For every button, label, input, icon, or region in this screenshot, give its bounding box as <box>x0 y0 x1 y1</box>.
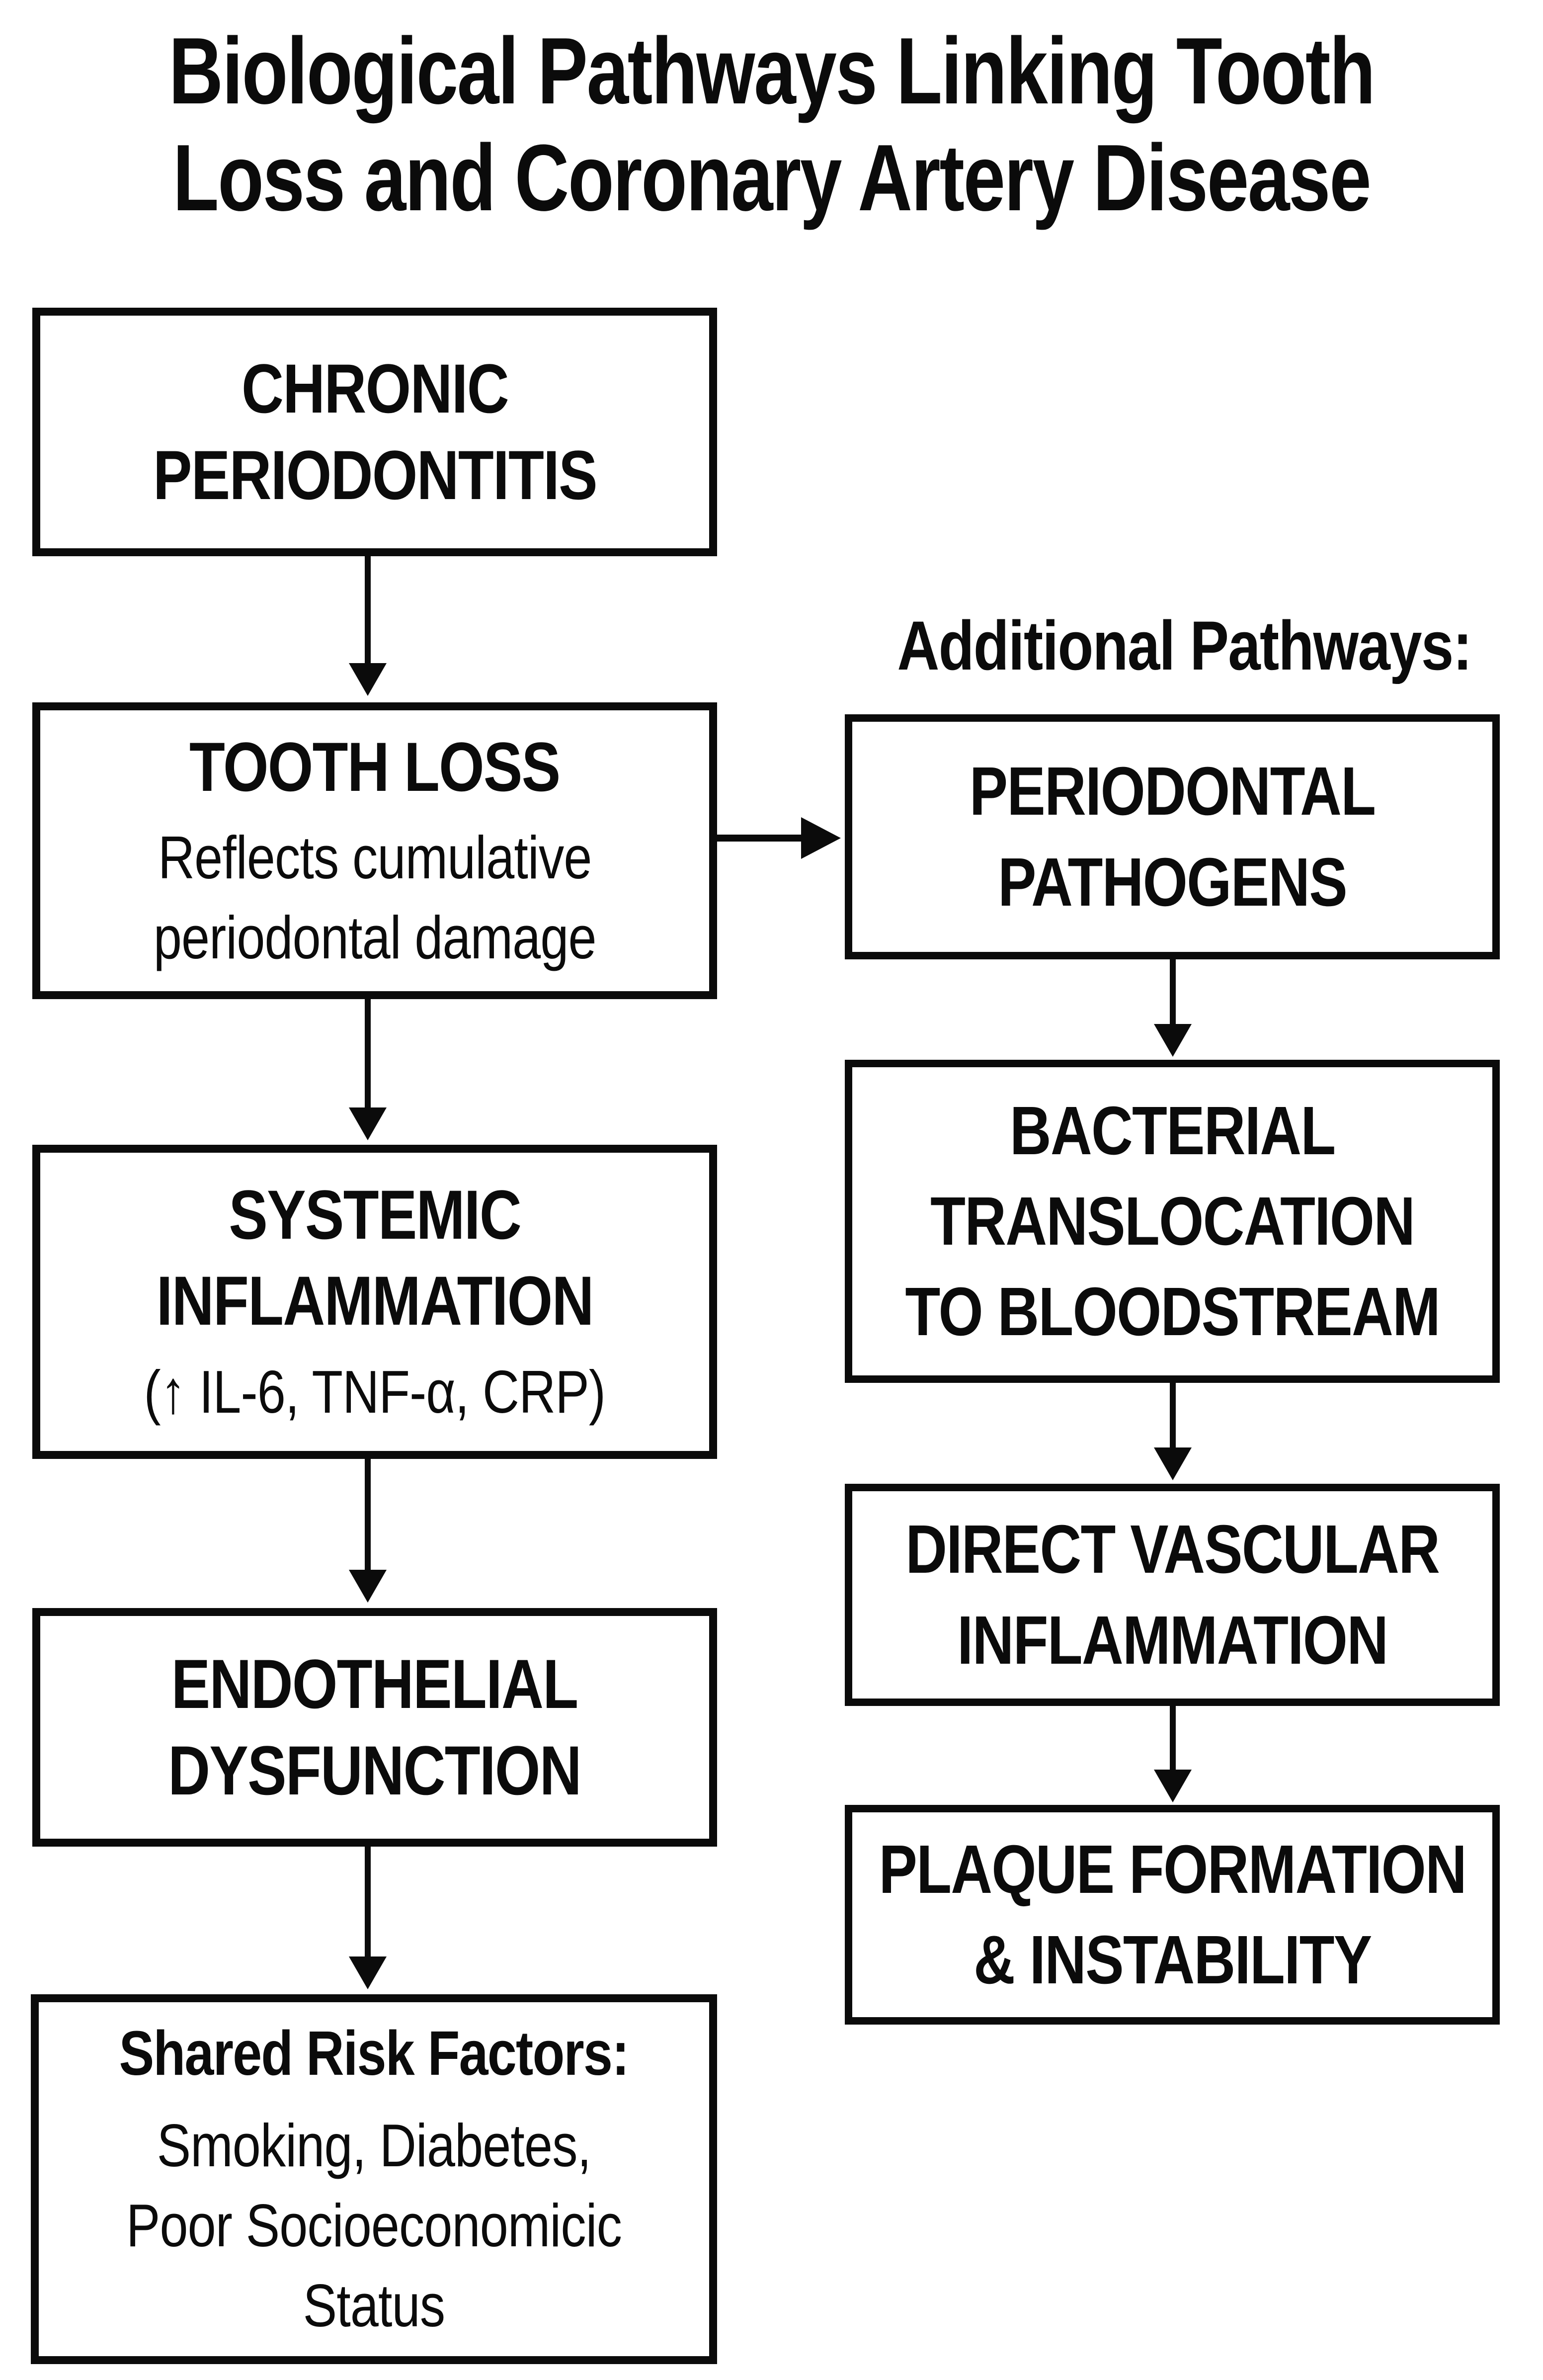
node-label: PERIODONTAL <box>969 753 1376 830</box>
node-chronic-periodontitis: CHRONIC PERIODONTITIS <box>32 308 717 556</box>
node-plaque-formation-instability: PLAQUE FORMATION & INSTABILITY <box>845 1805 1500 2025</box>
node-label: INFLAMMATION <box>156 1262 594 1340</box>
node-shared-risk-factors: Shared Risk Factors: Smoking, Diabetes, … <box>31 1994 717 2364</box>
arrow-pathogens-to-translocation <box>1170 959 1176 1024</box>
heading-label: Additional Pathways: <box>897 606 1472 684</box>
node-sublabel: Status <box>303 2272 445 2340</box>
arrowhead-right-icon <box>801 817 841 859</box>
node-sublabel: (↑ IL-6, TNF-α, CRP) <box>144 1358 606 1426</box>
node-sublabel: periodontal damage <box>153 904 597 972</box>
node-sublabel: Poor Socioeconomicic <box>126 2192 622 2260</box>
node-label: & INSTABILITY <box>973 1922 1372 1998</box>
node-label: Shared Risk Factors: <box>119 2018 630 2088</box>
node-label: ENDOTHELIAL <box>171 1645 578 1723</box>
arrowhead-down-icon <box>349 1570 387 1603</box>
diagram-title: Biological Pathways Linking Tooth Loss a… <box>0 18 1543 231</box>
node-label: TRANSLOCATION <box>930 1183 1415 1260</box>
diagram-title-line: Loss and Coronary Artery Disease <box>172 125 1372 231</box>
node-label: DIRECT VASCULAR <box>905 1511 1440 1588</box>
arrow-toothloss-to-inflammation <box>365 999 371 1107</box>
node-label: TO BLOODSTREAM <box>905 1274 1440 1351</box>
node-bacterial-translocation: BACTERIAL TRANSLOCATION TO BLOODSTREAM <box>845 1060 1500 1383</box>
arrow-endothelial-to-riskfactors <box>365 1847 371 1956</box>
node-label: DYSFUNCTION <box>168 1731 582 1809</box>
node-sublabel: Reflects cumulative <box>158 824 592 892</box>
node-label: PERIODONTITIS <box>153 436 598 514</box>
arrow-toothloss-to-pathogens <box>717 835 804 842</box>
arrow-vascular-to-plaque <box>1170 1706 1176 1770</box>
additional-pathways-heading: Additional Pathways: <box>845 607 1500 684</box>
node-direct-vascular-inflammation: DIRECT VASCULAR INFLAMMATION <box>845 1484 1500 1706</box>
node-periodontal-pathogens: PERIODONTAL PATHOGENS <box>845 714 1500 959</box>
arrowhead-down-icon <box>349 663 387 696</box>
node-label: PLAQUE FORMATION <box>879 1831 1466 1908</box>
arrowhead-down-icon <box>1154 1024 1192 1057</box>
node-label: SYSTEMIC <box>229 1175 521 1254</box>
arrowhead-down-icon <box>349 1956 387 1989</box>
arrow-inflammation-to-endothelial <box>365 1459 371 1570</box>
node-systemic-inflammation: SYSTEMIC INFLAMMATION (↑ IL-6, TNF-α, CR… <box>32 1145 717 1459</box>
diagram-title-line: Biological Pathways Linking Tooth <box>168 18 1376 124</box>
arrow-translocation-to-vascular <box>1170 1383 1176 1447</box>
node-label: TOOTH LOSS <box>189 727 561 806</box>
arrowhead-down-icon <box>349 1107 387 1140</box>
node-sublabel: Smoking, Diabetes, <box>157 2112 591 2180</box>
arrow-chronic-to-toothloss <box>365 556 371 663</box>
arrowhead-down-icon <box>1154 1447 1192 1480</box>
node-label: BACTERIAL <box>1009 1092 1336 1169</box>
arrowhead-down-icon <box>1154 1770 1192 1802</box>
node-endothelial-dysfunction: ENDOTHELIAL DYSFUNCTION <box>32 1608 717 1847</box>
node-label: CHRONIC <box>241 349 509 428</box>
node-label: PATHOGENS <box>998 844 1348 921</box>
node-label: INFLAMMATION <box>957 1602 1388 1679</box>
node-tooth-loss: TOOTH LOSS Reflects cumulative periodont… <box>32 702 717 999</box>
